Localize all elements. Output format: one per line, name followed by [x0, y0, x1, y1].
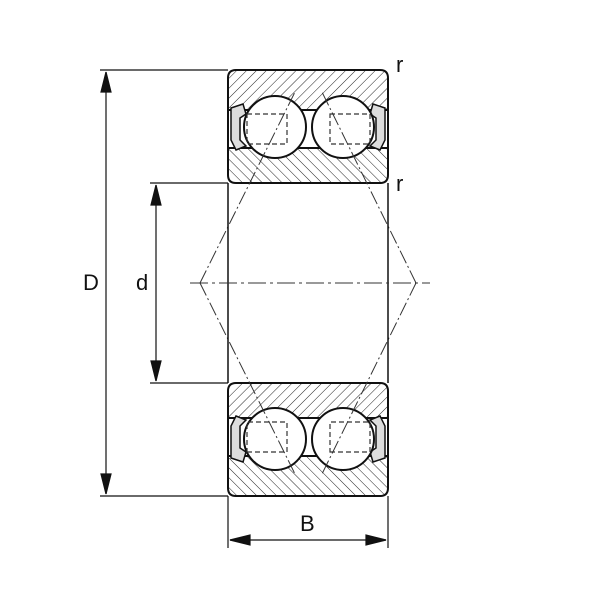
- arrow-icon: [229, 534, 251, 546]
- arrow-icon: [100, 71, 112, 93]
- label-bore-diameter: d: [136, 270, 149, 295]
- bearing-bottom-half: [199, 282, 417, 497]
- arrow-icon: [150, 184, 162, 206]
- arrow-icon: [150, 360, 162, 382]
- label-outer-diameter: D: [83, 270, 99, 295]
- dimension-D: [100, 69, 228, 497]
- dimension-d: [150, 182, 228, 384]
- label-chamfer-outer: r: [396, 52, 404, 77]
- arrow-icon: [365, 534, 387, 546]
- dimension-B: [227, 496, 389, 548]
- bearing-top-half: [199, 69, 417, 284]
- label-chamfer-inner: r: [396, 171, 404, 196]
- label-width: B: [300, 511, 315, 536]
- arrow-icon: [100, 473, 112, 495]
